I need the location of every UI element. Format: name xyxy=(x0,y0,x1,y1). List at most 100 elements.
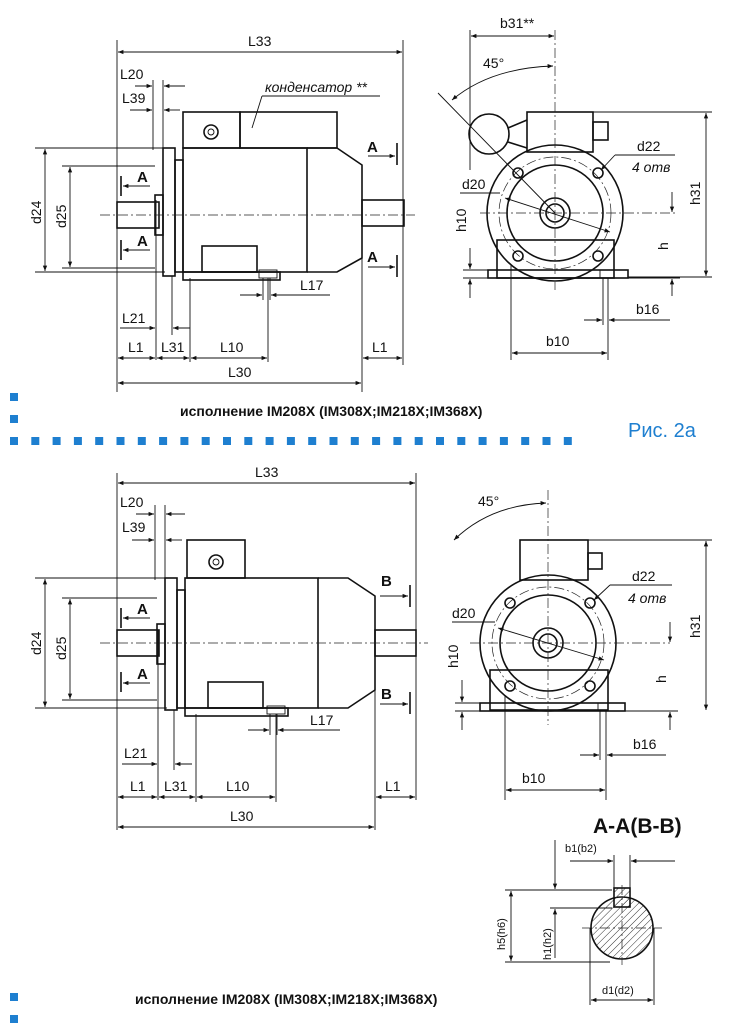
blue-square xyxy=(73,437,82,445)
shaft-right xyxy=(361,199,405,227)
capacitor xyxy=(468,113,510,155)
dim-b16: b16 xyxy=(633,736,657,752)
svg-text:A: A xyxy=(137,601,148,618)
dim-d22: d22 xyxy=(637,138,661,154)
bottom-side-view: L33 L20 L39 d24 d25 A A B B xyxy=(28,464,428,830)
dim-L31: L31 xyxy=(161,339,185,355)
section-marker-a: A A A A xyxy=(120,139,398,277)
blue-square xyxy=(350,437,359,445)
blue-square xyxy=(478,437,487,445)
dim-d24: d24 xyxy=(28,631,44,655)
blue-square xyxy=(159,437,168,445)
caption-top: исполнение IM208X (IM308X;IM218X;IM368X) xyxy=(180,403,482,419)
capacitor-box xyxy=(239,111,338,149)
svg-text:A: A xyxy=(367,249,378,266)
flange xyxy=(162,147,176,277)
dim-h: h xyxy=(653,675,669,683)
dim-d22: d22 xyxy=(632,568,656,584)
section-title: A-A(B-B) xyxy=(593,815,682,838)
blue-square xyxy=(10,393,18,401)
terminal-box xyxy=(182,111,241,149)
dim-h5: h5(h6) xyxy=(496,918,508,950)
dim-L10: L10 xyxy=(226,778,250,794)
svg-text:A: A xyxy=(367,139,378,156)
terminal-box xyxy=(526,111,594,153)
blue-decoration xyxy=(10,393,572,1023)
svg-text:B: B xyxy=(381,573,392,590)
blue-square xyxy=(521,437,530,445)
dim-L31: L31 xyxy=(164,778,188,794)
figure-label: Рис. 2а xyxy=(628,420,697,442)
dim-h10: h10 xyxy=(453,208,469,232)
holes-count: 4 отв xyxy=(628,590,666,606)
dim-L10: L10 xyxy=(220,339,244,355)
dim-L1-right: L1 xyxy=(385,778,401,794)
dim-L1-right: L1 xyxy=(372,339,388,355)
bottom-end-view: 45° d22 4 отв d20 h10 h h31 b16 b10 xyxy=(445,490,712,800)
blue-square xyxy=(414,437,423,445)
dim-L30: L30 xyxy=(228,364,252,380)
blue-square xyxy=(265,437,274,445)
capacitor-label: конденсатор ** xyxy=(265,79,368,95)
ground-screw-icon xyxy=(203,124,219,140)
terminal-box xyxy=(519,539,589,581)
dim-L33: L33 xyxy=(248,33,272,49)
dim-L1-left: L1 xyxy=(128,339,144,355)
dim-L39: L39 xyxy=(122,519,146,535)
dim-L39: L39 xyxy=(122,90,146,106)
blue-square xyxy=(137,437,146,445)
dim-h31: h31 xyxy=(687,614,703,638)
blue-square xyxy=(31,437,40,445)
blue-square xyxy=(563,437,572,445)
blue-square xyxy=(244,437,253,445)
svg-text:A: A xyxy=(137,666,148,683)
blue-square xyxy=(52,437,61,445)
blue-square xyxy=(393,437,402,445)
dim-b31: b31** xyxy=(500,15,535,31)
blue-square xyxy=(436,437,444,445)
blue-square xyxy=(10,415,18,423)
blue-square xyxy=(201,437,210,445)
dim-d20: d20 xyxy=(452,605,476,621)
top-end-view: b31** 45° d22 4 отв d20 h10 h h31 b16 b1… xyxy=(437,15,712,360)
dim-L33: L33 xyxy=(255,464,279,480)
dim-d25: d25 xyxy=(53,636,69,660)
blue-square xyxy=(10,437,18,445)
dim-angle-45: 45° xyxy=(483,55,504,71)
blue-square xyxy=(457,437,466,445)
dim-h: h xyxy=(655,242,671,250)
dim-L20: L20 xyxy=(120,494,144,510)
svg-text:A: A xyxy=(137,233,148,250)
dim-L1-left: L1 xyxy=(130,778,146,794)
dim-b10: b10 xyxy=(522,770,546,786)
svg-text:A: A xyxy=(137,169,148,186)
dim-L21: L21 xyxy=(122,310,146,326)
foot xyxy=(182,271,281,281)
dim-h1: h1(h2) xyxy=(542,928,554,960)
section-markers: A A B B xyxy=(120,573,411,714)
flange xyxy=(164,577,178,711)
dim-L21: L21 xyxy=(124,745,148,761)
caption-bottom: исполнение IM208X (IM308X;IM218X;IM368X) xyxy=(135,991,437,1007)
shaft-section: A-A(B-B) b1(b2) h5(h6) h1(h2) d1(d2) xyxy=(496,815,682,1005)
dim-L17: L17 xyxy=(310,712,334,728)
blue-square xyxy=(542,437,551,445)
blue-square xyxy=(223,437,231,445)
dim-d20: d20 xyxy=(462,176,486,192)
blue-square xyxy=(372,437,381,445)
dim-b1: b1(b2) xyxy=(565,843,597,855)
blue-square xyxy=(116,437,125,445)
dim-angle-45: 45° xyxy=(478,493,499,509)
dim-d25: d25 xyxy=(53,204,69,228)
dim-L30: L30 xyxy=(230,808,254,824)
blue-square xyxy=(10,1015,18,1023)
dim-h31: h31 xyxy=(687,181,703,205)
dim-L20: L20 xyxy=(120,66,144,82)
dim-d24: d24 xyxy=(28,200,44,224)
dim-b16: b16 xyxy=(636,301,660,317)
blue-square xyxy=(308,437,317,445)
fan-cover xyxy=(307,147,363,273)
top-side-view: L33 L20 L39 конденсатор ** d24 d25 A A A xyxy=(28,33,415,392)
blue-square xyxy=(95,437,104,445)
